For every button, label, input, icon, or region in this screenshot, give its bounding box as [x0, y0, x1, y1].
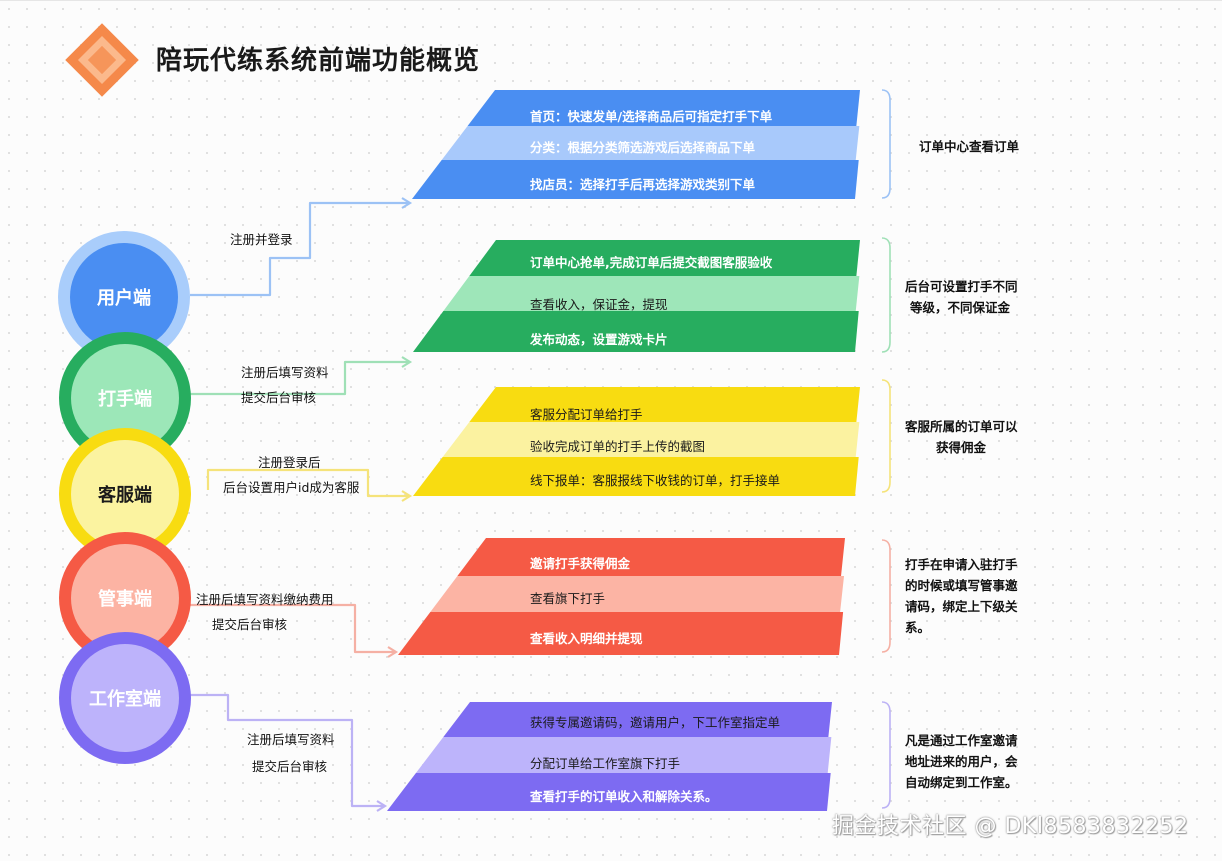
connector-line-service	[206, 468, 408, 498]
feature-band-studio-1	[443, 702, 832, 737]
feature-service-2: 验收完成订单的打手上传的截图	[530, 439, 706, 454]
note-service-line-1: 客服所属的订单可以	[905, 419, 1018, 434]
connector-label-player-1: 注册后填写资料	[241, 365, 329, 380]
feature-player-2: 查看收入，保证金，提现	[530, 297, 668, 312]
note-manager-line-2: 的时候或填写管事邀	[905, 578, 1018, 593]
note-studio-line-1: 凡是通过工作室邀请	[905, 733, 1018, 748]
note-manager-line-4: 系。	[905, 620, 931, 635]
note-user: 订单中心查看订单	[919, 136, 1019, 157]
connector-label-service-1: 注册登录后	[258, 455, 321, 470]
feature-player-3: 发布动态，设置游戏卡片	[530, 332, 668, 347]
connector-line-studio	[190, 693, 383, 808]
connector-line-user	[190, 201, 408, 297]
feature-band-user-2	[441, 126, 860, 160]
role-circle-studio[interactable]: 工作室端	[71, 644, 179, 752]
page-title: 陪玩代练系统前端功能概览	[156, 46, 481, 76]
note-service-line-2: 获得佣金	[936, 440, 987, 455]
note-studio-line-2: 地址进来的用户，会	[905, 754, 1018, 769]
bracket-service	[881, 379, 891, 493]
bracket-manager	[881, 539, 891, 653]
feature-band-manager-3	[398, 612, 844, 655]
bracket-studio	[881, 701, 891, 809]
role-circle-service[interactable]: 客服端	[71, 440, 179, 548]
feature-band-service-2	[442, 422, 860, 457]
feature-band-service-1	[469, 387, 860, 422]
feature-band-service-3	[413, 457, 859, 496]
role-name-service: 客服端	[98, 485, 152, 506]
feature-studio-2: 分配订单给工作室旗下打手	[530, 756, 681, 771]
diamond-logo-icon	[65, 23, 139, 97]
feature-player-1: 订单中心抢单,完成订单后提交截图客服验收	[530, 255, 773, 270]
watermark: 掘金技术社区 @ DKl8583832252	[832, 814, 1189, 839]
feature-service-3: 线下报单：客服报线下收钱的订单，打手接单	[530, 473, 781, 488]
feature-user-3: 找店员：选择打手后再选择游戏类别下单	[530, 177, 756, 192]
role-name-user: 用户端	[97, 288, 151, 309]
note-manager-line-1: 打手在申请入驻打手	[905, 557, 1018, 572]
feature-band-studio-2	[415, 737, 832, 773]
role-circle-player[interactable]: 打手端	[71, 344, 179, 452]
note-player-line-2: 等级，不同保证金	[910, 300, 1011, 315]
note-studio-line-3: 自动绑定到工作室。	[905, 775, 1018, 790]
connector-arrow-player	[401, 356, 413, 368]
bracket-user	[881, 89, 891, 199]
note-player-line-1: 后台可设置打手不同	[905, 279, 1018, 294]
bracket-player	[881, 237, 891, 353]
note-manager-line-3: 请码，绑定上下级关	[905, 599, 1018, 614]
note-service: 客服所属的订单可以 获得佣金	[905, 416, 1018, 458]
feature-band-user-3	[412, 160, 859, 199]
connector-arrow-service	[401, 490, 413, 502]
note-manager: 打手在申请入驻打手 的时候或填写管事邀 请码，绑定上下级关 系。	[905, 554, 1018, 638]
feature-band-user-1	[467, 90, 860, 126]
role-name-manager: 管事端	[98, 589, 152, 610]
role-name-player: 打手端	[98, 389, 152, 410]
feature-studio-3: 查看打手的订单收入和解除关系。	[530, 789, 718, 804]
feature-band-manager-1	[457, 538, 845, 576]
connector-arrow-studio	[376, 800, 388, 812]
connector-arrow-manager	[387, 646, 399, 658]
top-border	[0, 0, 1222, 1]
feature-user-1: 首页：快速发单/选择商品后可指定打手下单	[530, 109, 773, 124]
role-name-studio: 工作室端	[89, 689, 161, 710]
connector-label-player-2: 提交后台审核	[241, 390, 317, 405]
feature-user-2: 分类：根据分类筛选游戏后选择商品下单	[530, 140, 756, 155]
connector-arrow-user	[401, 197, 413, 209]
note-user-line-1: 订单中心查看订单	[919, 139, 1020, 154]
note-studio: 凡是通过工作室邀请 地址进来的用户，会 自动绑定到工作室。	[905, 730, 1018, 793]
feature-service-1: 客服分配订单给打手	[530, 407, 643, 422]
feature-manager-3: 查看收入明细并提现	[530, 631, 643, 646]
feature-band-studio-3	[387, 773, 831, 811]
connector-label-user: 注册并登录	[230, 232, 293, 247]
feature-band-player-3	[413, 311, 859, 352]
connector-label-studio-1: 注册后填写资料	[247, 732, 335, 747]
connector-label-studio-2: 提交后台审核	[252, 759, 328, 774]
feature-band-manager-2	[430, 576, 845, 612]
connector-label-manager-1: 注册后填写资料缴纳费用	[196, 592, 334, 607]
feature-manager-1: 邀请打手获得佣金	[530, 556, 631, 571]
feature-band-player-1	[469, 240, 860, 276]
feature-band-player-2	[443, 276, 860, 311]
connector-line-player	[190, 360, 408, 396]
connector-label-service-2: 后台设置用户id成为客服	[223, 480, 360, 495]
feature-manager-2: 查看旗下打手	[530, 591, 606, 606]
connector-line-manager	[190, 603, 394, 654]
note-player: 后台可设置打手不同 等级，不同保证金	[905, 276, 1018, 318]
connector-label-manager-2: 提交后台审核	[212, 617, 288, 632]
feature-studio-1: 获得专属邀请码，邀请用户，下工作室指定单	[530, 715, 781, 730]
